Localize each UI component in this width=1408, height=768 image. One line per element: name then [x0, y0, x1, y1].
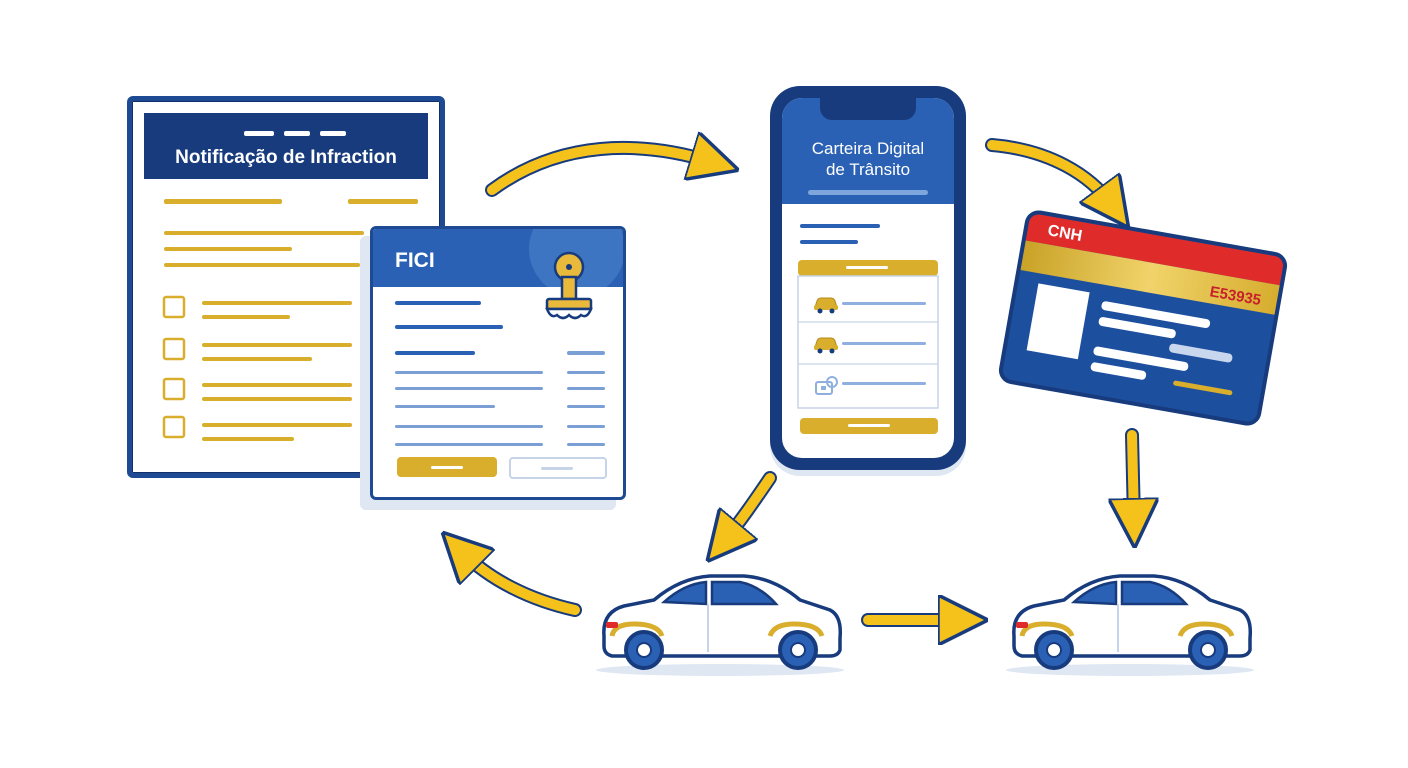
- car-icon: [814, 297, 838, 314]
- phone-app-title: Carteira Digital de Trânsito: [811, 139, 925, 179]
- notice-content-lines: [162, 199, 418, 441]
- checkbox-icon: [162, 295, 186, 439]
- stamp-icon: [545, 251, 593, 320]
- notice-header-dashes: [244, 131, 346, 136]
- car-left: [596, 574, 844, 676]
- fici-content-lines: [395, 301, 605, 446]
- fici-submit-button[interactable]: [397, 457, 497, 477]
- fici-title: FICI: [395, 249, 435, 272]
- key-icon: [815, 376, 838, 395]
- phone-notch: [820, 98, 916, 120]
- phone-screen: Carteira Digital de Trânsito: [782, 98, 954, 458]
- fici-cancel-button[interactable]: [509, 457, 607, 479]
- car-icon: [814, 337, 838, 354]
- cnh-photo: [1026, 283, 1090, 360]
- car-right: [1006, 574, 1254, 676]
- fici-form: FICI: [370, 226, 626, 500]
- smartphone: Carteira Digital de Trânsito: [770, 86, 966, 470]
- notice-title: Notificação de Infraction: [175, 147, 397, 168]
- phone-app-header: Carteira Digital de Trânsito: [782, 98, 954, 204]
- notice-header: Notificação de Infraction: [144, 113, 428, 179]
